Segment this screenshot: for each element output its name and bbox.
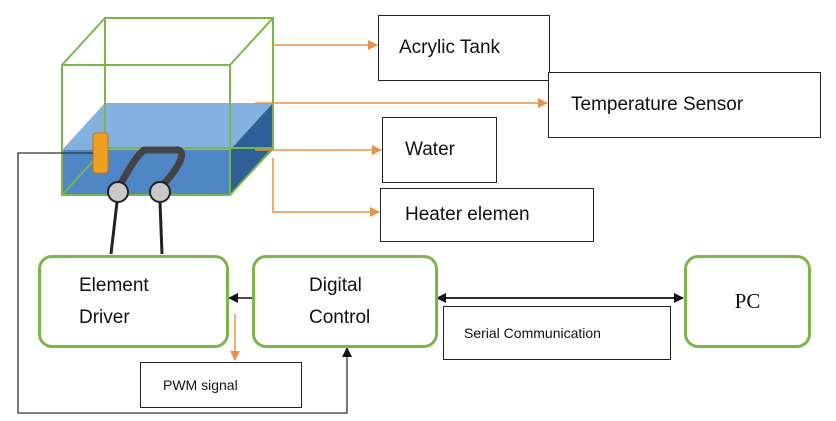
water-front-face [62, 150, 230, 195]
label-acrylic-tank-text: Acrylic Tank [399, 37, 501, 58]
block-digital-control-line1: Digital [309, 274, 362, 296]
label-water-text: Water [405, 139, 455, 160]
label-acrylic-tank: Acrylic Tank [378, 15, 550, 81]
arrow-to-heater-element [272, 158, 380, 217]
label-heater-element-text: Heater elemen [405, 204, 530, 225]
block-pc-label: PC [734, 289, 761, 313]
water-top-face [62, 103, 273, 150]
label-heater-element: Heater elemen [380, 188, 594, 242]
label-pwm-signal: PWM signal [140, 362, 302, 408]
heater-element [107, 146, 186, 255]
heater-wire-left [109, 201, 119, 255]
label-water: Water [382, 117, 497, 183]
block-element-driver-line2: Driver [79, 306, 130, 328]
block-element-driver: Element Driver [38, 255, 229, 348]
label-serial-communication-text: Serial Communication [464, 325, 601, 341]
water-volume [62, 103, 273, 195]
label-pwm-signal-text: PWM signal [163, 377, 238, 393]
label-temperature-sensor: Temperature Sensor [548, 72, 821, 138]
block-pc: PC [684, 255, 811, 348]
acrylic-tank-outline [61, 17, 274, 196]
block-digital-control: Digital Control [252, 255, 438, 348]
heater-terminal-right [149, 181, 171, 203]
sensor-feedback-wire [17, 152, 352, 414]
block-digital-control-line2: Control [309, 306, 371, 328]
heater-terminal-left [107, 181, 129, 203]
block-element-driver-line1: Element [79, 274, 149, 296]
callout-arrows [230, 40, 548, 361]
label-serial-communication: Serial Communication [443, 306, 671, 360]
temperature-sensor-probe [92, 132, 109, 174]
label-temperature-sensor-text: Temperature Sensor [571, 94, 744, 115]
heater-wire-right [158, 201, 164, 255]
